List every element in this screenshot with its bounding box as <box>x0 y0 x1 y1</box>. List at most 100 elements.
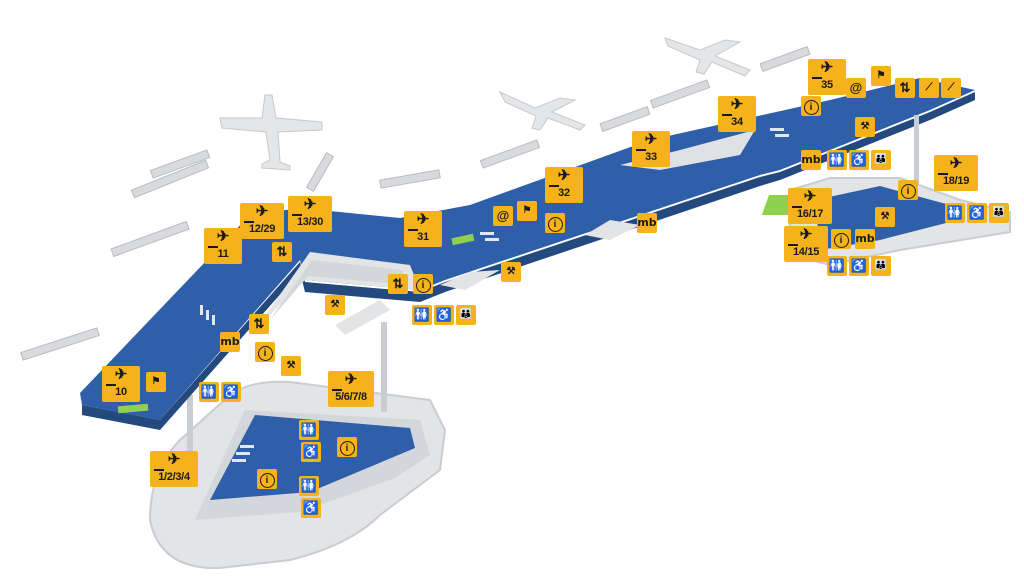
currency-exchange-icon: mb <box>855 229 875 249</box>
departure-plane-icon: ✈ <box>303 196 317 213</box>
gate-underline <box>408 229 418 231</box>
gate-sign-16-17: ✈ 16/17 <box>788 188 832 224</box>
shop-icon: ⚒ <box>325 295 345 315</box>
elevator-icon: ⇅ <box>272 242 292 262</box>
gate-sign-13-30: ✈ 13/30 <box>288 196 332 232</box>
gate-sign-1-2-3-4: ✈ 1/2/3/4 <box>150 451 198 487</box>
departure-plane-icon: ✈ <box>799 226 813 243</box>
gate-number: 18/19 <box>942 175 970 187</box>
gate-number: 10 <box>115 386 127 398</box>
gate-underline <box>792 206 802 208</box>
escalator-icon: ⟋ <box>941 78 961 98</box>
info-icon: i <box>898 180 918 200</box>
departure-plane-icon: ✈ <box>344 371 358 388</box>
currency-exchange-icon: mb <box>220 332 240 352</box>
departure-plane-icon: ✈ <box>416 211 430 228</box>
restroom-icon: 🚻 <box>199 382 219 402</box>
gate-number: 33 <box>645 151 657 163</box>
gate-sign-18-19: ✈ 18/19 <box>934 155 978 191</box>
gate-underline <box>332 389 342 391</box>
gate-sign-14-15: ✈ 14/15 <box>784 226 828 262</box>
departure-plane-icon: ✈ <box>730 96 744 113</box>
departure-plane-icon: ✈ <box>557 167 571 184</box>
lounge-icon: ⚑ <box>517 201 537 221</box>
gate-number: 13/30 <box>296 216 324 228</box>
jet-bridges <box>20 46 811 361</box>
gate-number: 14/15 <box>792 246 820 258</box>
gate-number: 34 <box>731 116 743 128</box>
gate-underline <box>208 246 218 248</box>
family-room-icon: 👪 <box>871 256 891 276</box>
gate-underline <box>938 173 948 175</box>
departure-plane-icon: ✈ <box>216 228 230 245</box>
departure-plane-icon: ✈ <box>949 155 963 172</box>
gate-number: 11 <box>217 248 229 260</box>
accessible-wc-icon: ♿ <box>221 382 241 402</box>
gate-sign-33: ✈ 33 <box>632 131 670 167</box>
shop-icon: ⚒ <box>855 117 875 137</box>
gate-number: 31 <box>417 231 429 243</box>
elevator-icon: ⇅ <box>895 78 915 98</box>
accessible-wc-icon: ♿ <box>434 305 454 325</box>
lounge-icon: ⚑ <box>871 66 891 86</box>
restroom-icon: 🚻 <box>299 476 319 496</box>
accessible-wc-icon: ♿ <box>301 498 321 518</box>
info-icon: i <box>801 96 821 116</box>
restroom-icon: 🚻 <box>827 256 847 276</box>
accessible-wc-icon: ♿ <box>849 150 869 170</box>
departure-plane-icon: ✈ <box>255 203 269 220</box>
restroom-icon: 🚻 <box>412 305 432 325</box>
shop-icon: ⚒ <box>281 356 301 376</box>
info-icon: i <box>545 213 565 233</box>
family-room-icon: 👪 <box>456 305 476 325</box>
departure-plane-icon: ✈ <box>803 188 817 205</box>
internet-icon: @ <box>493 206 513 226</box>
shop-icon: ⚒ <box>875 207 895 227</box>
info-icon: i <box>257 469 277 489</box>
gate-underline <box>549 185 559 187</box>
internet-icon: @ <box>846 78 866 98</box>
gate-number: 32 <box>558 187 570 199</box>
info-icon: i <box>255 342 275 362</box>
restroom-icon: 🚻 <box>827 150 847 170</box>
info-icon: i <box>413 274 433 294</box>
aircraft <box>219 37 751 171</box>
upper-concourse <box>80 78 975 430</box>
gate-sign-34: ✈ 34 <box>718 96 756 132</box>
gate-sign-35: ✈ 35 <box>808 59 846 95</box>
gate-sign-5-6-7-8: ✈ 5/6/7/8 <box>328 371 374 407</box>
escalator-icon: ⟋ <box>919 78 939 98</box>
restroom-icon: 🚻 <box>945 203 965 223</box>
gate-underline <box>722 114 732 116</box>
gate-underline <box>636 149 646 151</box>
family-room-icon: 👪 <box>871 150 891 170</box>
lounge-icon: ⚑ <box>146 372 166 392</box>
currency-exchange-icon: mb <box>801 150 821 170</box>
gate-sign-10: ✈ 10 <box>102 366 140 402</box>
gate-sign-12-29: ✈ 12/29 <box>240 203 284 239</box>
gate-sign-32: ✈ 32 <box>545 167 583 203</box>
currency-exchange-icon: mb <box>637 213 657 233</box>
gate-underline <box>244 221 254 223</box>
elevator-icon: ⇅ <box>388 274 408 294</box>
gate-number: 5/6/7/8 <box>335 391 367 403</box>
gate-underline <box>812 77 822 79</box>
family-room-icon: 👪 <box>989 203 1009 223</box>
accessible-wc-icon: ♿ <box>849 256 869 276</box>
info-icon: i <box>831 229 851 249</box>
gate-underline <box>106 384 116 386</box>
gate-underline <box>788 244 798 246</box>
concourse-details <box>200 128 789 462</box>
gate-number: 1/2/3/4 <box>158 471 190 483</box>
accessible-wc-icon: ♿ <box>301 442 321 462</box>
departure-plane-icon: ✈ <box>167 451 181 468</box>
gate-number: 12/29 <box>248 223 276 235</box>
gate-sign-11: ✈ 11 <box>204 228 242 264</box>
gate-underline <box>154 469 164 471</box>
departure-plane-icon: ✈ <box>114 366 128 383</box>
info-icon: i <box>337 437 357 457</box>
accessible-wc-icon: ♿ <box>967 203 987 223</box>
shop-icon: ⚒ <box>501 262 521 282</box>
elevator-icon: ⇅ <box>249 314 269 334</box>
